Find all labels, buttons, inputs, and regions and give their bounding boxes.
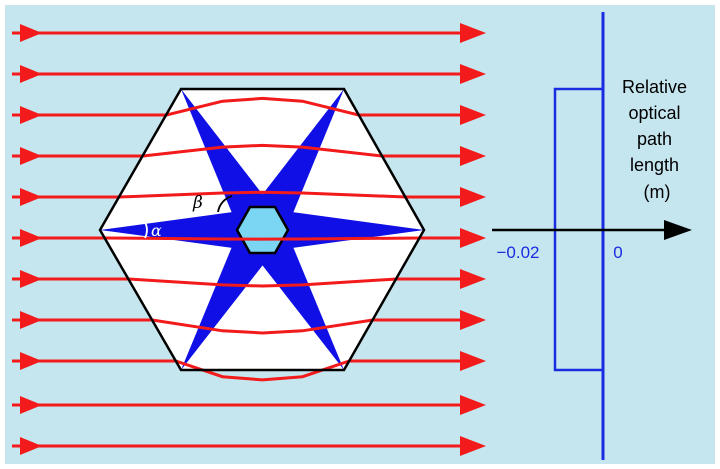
angle-beta-label: β [192,193,203,213]
ray-tail-arrowhead [20,24,42,42]
ray-tail-arrowhead [20,229,42,247]
angle-beta-arc [217,195,233,213]
star-arm [100,208,263,252]
ray-tail-arrowhead [20,396,42,414]
y-axis-label-line: optical [628,103,680,123]
y-axis-label-line: length [630,155,679,175]
ray-tail-arrowhead [20,352,42,370]
inner-hexagon-core [235,205,290,255]
star-arm [181,218,282,370]
ray-tail-arrowhead [20,188,42,206]
ray-arrowhead [460,269,486,289]
y-axis-label: Relative optical path length (m) [622,77,692,202]
horizontal-axis-arrowhead [664,220,692,240]
ray-tail-arrowhead [20,106,42,124]
ray-arrowhead [460,351,486,371]
ray-tail-arrowhead [20,147,42,165]
tick-label-minus-0.02: −0.02 [496,243,539,262]
star-arm [243,89,344,242]
ray-line [12,236,464,241]
ray-tail-arrowhead [20,311,42,329]
ray-arrowhead [460,187,486,207]
ray-arrowhead [460,64,486,84]
hexagon-outline [98,87,426,372]
ray-arrowhead [460,395,486,415]
ray-arrowhead [460,23,486,43]
y-axis-label-line: path [637,129,672,149]
ray-tail-arrowhead [20,65,42,83]
ray-tail-arrowhead [20,437,42,455]
star-region [100,89,424,370]
ray-arrowhead [460,436,486,456]
ray-tail-arrowhead [20,270,42,288]
star-arm [262,208,424,252]
ray-arrowhead [460,228,486,248]
angle-alpha-arc [144,221,148,239]
y-axis-label-line: Relative [622,77,687,97]
ray-arrowhead [460,310,486,330]
tick-label-0: 0 [613,243,622,262]
angle-alpha-label: α [151,221,162,240]
y-axis-label-line: (m) [644,182,671,202]
ray-arrowhead [460,105,486,125]
ray-arrowhead [460,146,486,166]
